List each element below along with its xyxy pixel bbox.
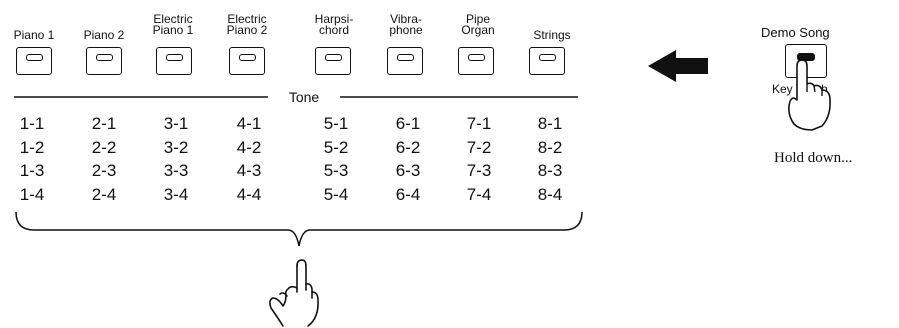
tone-column-2: 2-1 2-2 2-3 2-4 [81, 112, 127, 206]
tone-number: 6-3 [395, 161, 421, 180]
tone-number: 1-3 [19, 161, 45, 180]
tone-column-8: 8-1 8-2 8-3 8-4 [527, 112, 573, 206]
led-indicator [239, 54, 256, 61]
led-indicator [468, 54, 485, 61]
tone-number: 5-3 [323, 161, 349, 180]
tone-number: 4-1 [236, 114, 262, 133]
tone-number: 2-2 [91, 137, 117, 157]
tone-column-4: 4-1 4-2 4-3 4-4 [226, 112, 272, 206]
tone-number: 3-4 [163, 184, 189, 204]
tone-number: 5-4 [323, 184, 349, 204]
tone-number: 6-1 [395, 114, 421, 133]
tone-number: 7-2 [466, 137, 492, 157]
tone-number: 4-4 [236, 184, 262, 204]
button-label-line: Piano 2 [226, 23, 268, 37]
hold-down-instruction: Hold down... [774, 150, 853, 166]
demo-song-label: Demo Song [761, 25, 830, 40]
tone-number: 1-1 [19, 114, 45, 133]
tone-number: 3-3 [163, 161, 189, 180]
tone-number: 4-3 [236, 161, 262, 180]
button-label-strings: Strings [533, 28, 571, 42]
led-indicator [539, 54, 556, 61]
tone-number: 5-1 [323, 114, 349, 133]
button-label-line: Piano 1 [152, 23, 194, 37]
tone-column-5: 5-1 5-2 5-3 5-4 [313, 112, 359, 206]
tone-number: 3-2 [163, 137, 189, 157]
tone-column-1: 1-1 1-2 1-3 1-4 [9, 112, 55, 206]
tone-number: 3-1 [163, 114, 189, 133]
tone-column-6: 6-1 6-2 6-3 6-4 [385, 112, 431, 206]
tone-column-3: 3-1 3-2 3-3 3-4 [153, 112, 199, 206]
button-label-line: Organ [461, 23, 495, 37]
button-label-vibraphone: Vibra-phone [375, 12, 437, 37]
button-label-line: Pipe [465, 12, 491, 26]
tone-column-7: 7-1 7-2 7-3 7-4 [456, 112, 502, 206]
electric-piano-2-button[interactable] [229, 47, 265, 75]
button-label-line: phone [389, 23, 423, 37]
vibraphone-button[interactable] [387, 47, 423, 75]
tone-number: 4-2 [236, 137, 262, 157]
tone-number: 6-2 [395, 137, 421, 157]
tone-number: 8-1 [537, 114, 563, 133]
button-label-line: Electric [227, 12, 267, 26]
tone-number: 8-2 [537, 137, 563, 157]
piano-2-button[interactable] [86, 47, 122, 75]
tone-number: 2-3 [91, 161, 117, 180]
button-label-line: chord [318, 23, 350, 37]
tone-number: 8-4 [537, 184, 563, 204]
strings-button[interactable] [529, 47, 565, 75]
button-label-line: Vibra- [390, 12, 422, 26]
tone-number: 2-4 [91, 184, 117, 204]
led-indicator [397, 54, 414, 61]
tone-number: 8-3 [537, 161, 563, 180]
electric-piano-1-button[interactable] [156, 47, 192, 75]
led-indicator [26, 54, 43, 61]
tone-number: 5-2 [323, 137, 349, 157]
tone-number: 1-4 [19, 184, 45, 204]
led-indicator [96, 54, 113, 61]
button-label-line: Harpsi- [314, 12, 354, 26]
tone-number: 7-3 [466, 161, 492, 180]
led-indicator [325, 54, 342, 61]
tone-number: 7-1 [466, 114, 492, 133]
button-label-harpsichord: Harpsi-chord [303, 12, 365, 37]
tone-number: 6-4 [395, 184, 421, 204]
button-label-piano-2: Piano 2 [83, 28, 125, 42]
tone-number: 7-4 [466, 184, 492, 204]
button-label-piano-1: Piano 1 [13, 28, 55, 42]
led-indicator [166, 54, 183, 61]
pipe-organ-button[interactable] [458, 47, 494, 75]
harpsichord-button[interactable] [315, 47, 351, 75]
led-indicator [797, 53, 815, 61]
piano-1-button[interactable] [16, 47, 52, 75]
tone-heading: Tone [268, 90, 340, 104]
tone-number: 1-2 [19, 137, 45, 157]
button-label-line: Electric [153, 12, 193, 26]
tone-number: 2-1 [91, 114, 117, 133]
